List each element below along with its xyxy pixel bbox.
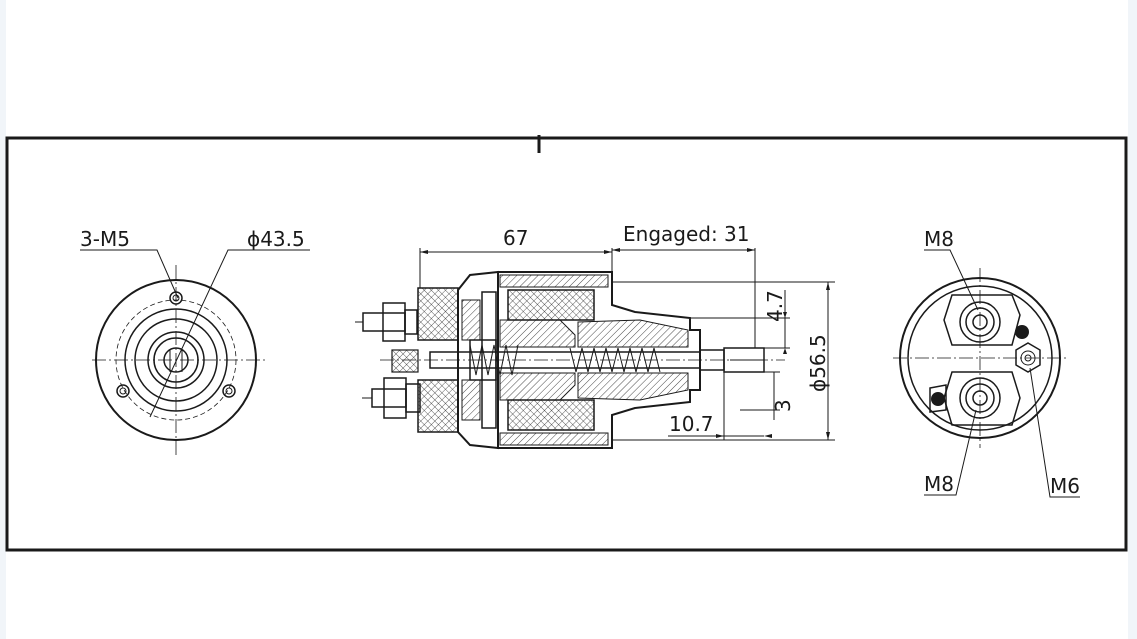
side-section-view <box>355 270 785 450</box>
mounting-hole-left <box>116 384 130 398</box>
rear-view <box>893 249 1080 498</box>
thread-label-3-m5: 3-M5 <box>80 227 130 251</box>
drawing-frame <box>5 135 1128 552</box>
terminal-label-m6: M6 <box>1050 474 1080 498</box>
dimension-label-10-7: 10.7 <box>669 412 714 436</box>
dimension-label-4-7: 4.7 <box>763 290 787 322</box>
dimension-label-engaged: Engaged: 31 <box>623 222 750 246</box>
dimension-label-3: 3 <box>771 399 795 412</box>
terminal-label-m8-bottom: M8 <box>924 472 954 496</box>
terminal-m6 <box>1015 342 1041 373</box>
mounting-hole-right <box>222 384 236 398</box>
diameter-label-43-5: ϕ43.5 <box>247 227 305 251</box>
mounting-hole-top <box>169 291 183 305</box>
terminal-m8-top <box>959 301 1001 343</box>
dimension-label-67: 67 <box>503 226 528 250</box>
terminal-m8-bottom <box>959 377 1001 419</box>
terminal-label-m8-top: M8 <box>924 227 954 251</box>
dimension-label-56-5: ϕ56.5 <box>806 334 830 392</box>
front-view <box>80 249 310 455</box>
side-view-dimensions <box>419 248 835 441</box>
